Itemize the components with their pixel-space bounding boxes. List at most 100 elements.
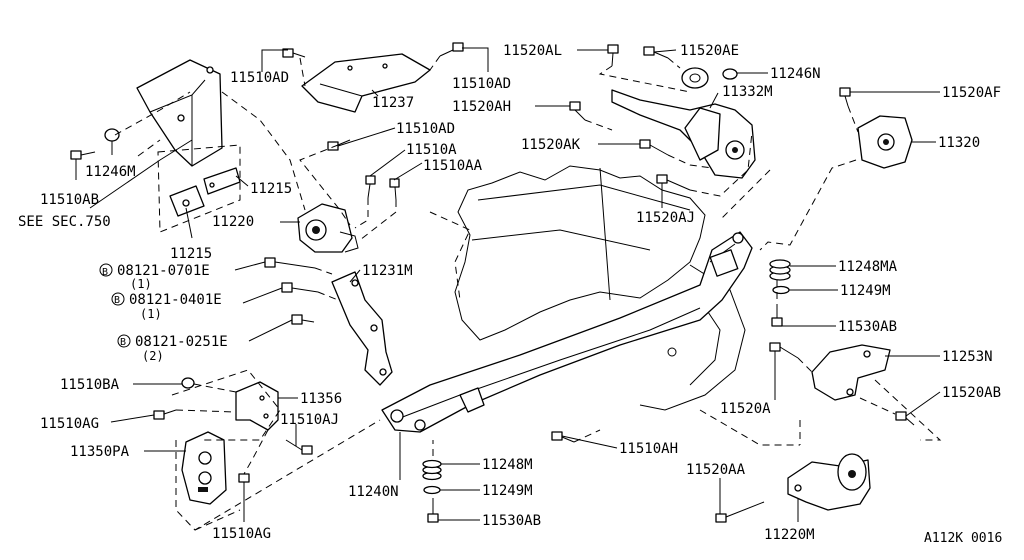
label-11215-upper: 11215 (250, 181, 292, 197)
bolt-11510A (365, 175, 376, 199)
bushing-11520AE (681, 67, 709, 89)
label-11530AB-lower: 11530AB (482, 513, 541, 529)
bolt-11520A (769, 342, 799, 359)
label-11249M-lower: 11249M (482, 483, 533, 499)
label-11332M: 11332M (722, 84, 773, 100)
label-11510AD-c: 11510AD (396, 121, 455, 137)
plate-11215-upper (203, 167, 241, 195)
bolt-11510AH (551, 431, 575, 443)
label-11510BA: 11510BA (60, 377, 120, 393)
label-11248MA: 11248MA (838, 259, 898, 275)
label-11320: 11320 (938, 135, 980, 151)
label-11356: 11356 (300, 391, 342, 407)
bolt-callout-1: B 08121-0701E (1) (99, 263, 210, 291)
label-11237: 11237 (372, 95, 414, 111)
bolt-11510AD-b (439, 42, 464, 57)
label-11520AJ: 11520AJ (636, 210, 695, 226)
label-11520AH: 11520AH (452, 99, 511, 115)
bolt-11510AA (389, 178, 400, 201)
bolt-11520AL (607, 44, 619, 67)
bolt-11520AK (639, 139, 669, 156)
label-11510AG-lower: 11510AG (212, 526, 271, 542)
bolt-prefix-2: B (114, 295, 120, 306)
bolt-11530AB-a (771, 304, 783, 327)
plate-11215-lower (169, 185, 205, 217)
label-11520A: 11520A (720, 401, 771, 417)
bolt-11510AD-a (282, 48, 306, 58)
qty-08121-0701E: (1) (130, 277, 152, 291)
label-11246M: 11246M (85, 164, 136, 180)
crossmember-11240N (381, 231, 753, 433)
bolt-11510AD-c (327, 139, 351, 151)
label-11240N: 11240N (348, 484, 399, 500)
bolt-08121-0251E (291, 314, 315, 325)
nut-11246N (722, 68, 738, 80)
bolt-11510AJ (285, 439, 313, 455)
bolts (70, 42, 915, 523)
label-11248M: 11248M (482, 457, 533, 473)
label-11220M: 11220M (764, 527, 815, 543)
rear-mount-11220M (787, 453, 871, 511)
leader-lines (75, 47, 941, 522)
label-11215-lower: 11215 (170, 246, 212, 262)
bracket-see-sec-750 (136, 59, 223, 167)
label-08121-0251E: 08121-0251E (135, 334, 228, 350)
washer-11249M-lower (423, 485, 441, 495)
label-11249M-upper: 11249M (840, 283, 891, 299)
label-11220: 11220 (212, 214, 254, 230)
label-11530AB-upper: 11530AB (838, 319, 897, 335)
bolt-prefix-3: B (120, 337, 126, 348)
label-11510AJ: 11510AJ (280, 412, 339, 428)
label-11246N: 11246N (770, 66, 821, 82)
bracket-11231M (331, 271, 393, 386)
bolt-11520AH (569, 101, 586, 121)
label-11350PA: 11350PA (70, 444, 130, 460)
rear-mount-11350PA (181, 431, 227, 505)
label-11520AL: 11520AL (503, 43, 562, 59)
washer-11249M (772, 285, 790, 295)
label-08121-0401E: 08121-0401E (129, 292, 222, 308)
qty-08121-0401E: (1) (140, 307, 162, 321)
label-11520AF: 11520AF (942, 85, 1001, 101)
part-labels: 11510AD 11237 11510AD 11510AD 11246M 115… (18, 43, 1002, 546)
nut-11246M (104, 128, 120, 142)
label-11510AD-b: 11510AD (452, 76, 511, 92)
bolt-11530AB-b (427, 498, 439, 523)
bolt-callout-2: B 08121-0401E (1) (111, 292, 222, 321)
label-11231M: 11231M (362, 263, 413, 279)
bolt-prefix-1: B (102, 267, 108, 278)
label-11510AH: 11510AH (619, 441, 678, 457)
bolt-11520AE (643, 46, 669, 59)
engine-mount-11220 (297, 203, 359, 253)
label-11520AA: 11520AA (686, 462, 746, 478)
label-11520AB: 11520AB (942, 385, 1001, 401)
bolt-11520AF (839, 87, 851, 107)
bolt-11510AG-a (153, 409, 177, 420)
bolt-callout-3: B 08121-0251E (2) (117, 334, 228, 363)
bracket-11253N (811, 344, 891, 401)
engine-block (429, 165, 746, 411)
label-08121-0701E: 08121-0701E (117, 263, 210, 279)
label-11510A: 11510A (406, 142, 457, 158)
label-11520AE: 11520AE (680, 43, 739, 59)
insulator-11248M (422, 459, 442, 481)
nut-11510BA (181, 377, 195, 389)
label-11510AB: 11510AB (40, 192, 99, 208)
label-11253N: 11253N (942, 349, 993, 365)
bolt-08121-0701E (264, 257, 316, 269)
qty-08121-0251E: (2) (142, 349, 164, 363)
bracket-11237 (301, 53, 431, 113)
bolt-11520AA (715, 501, 765, 523)
label-11510AD-a: 11510AD (230, 70, 289, 86)
diagram-reference-code: A112K 0016 (924, 531, 1002, 546)
label-11510AG-upper: 11510AG (40, 416, 99, 432)
mount-11320 (857, 115, 913, 169)
assembly-dashed-lines (114, 55, 942, 531)
bracket-11332M (611, 89, 756, 179)
label-see-sec-750: SEE SEC.750 (18, 214, 111, 230)
insulator-11248MA (769, 259, 791, 281)
label-11520AK: 11520AK (521, 137, 581, 153)
bolt-08121-0401E (281, 282, 319, 293)
label-11510AA: 11510AA (423, 158, 483, 174)
